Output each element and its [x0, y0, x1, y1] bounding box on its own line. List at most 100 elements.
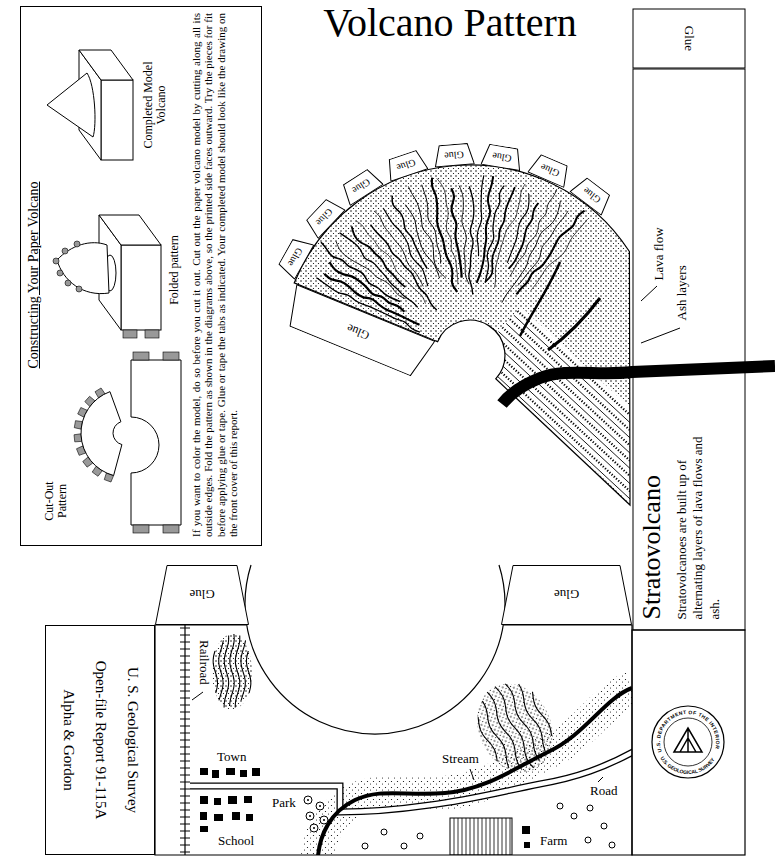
- description-text: Stratovolcanoes are built up of alternat…: [673, 419, 722, 619]
- seal-ring: [652, 706, 724, 778]
- railroad-tie: [180, 747, 190, 748]
- field-row: [458, 818, 459, 855]
- railroad-tie: [180, 845, 190, 846]
- mini-tab: [133, 525, 149, 533]
- hill: [212, 634, 252, 710]
- lava-flow: [502, 366, 775, 404]
- tab-shape: [276, 234, 313, 278]
- park-tree: [304, 796, 312, 804]
- park-tree: [306, 812, 314, 820]
- glue-tab: Glue: [339, 166, 385, 206]
- tab-shape: [502, 566, 632, 625]
- glue-tab: Glue: [383, 148, 428, 182]
- railroad-tie: [180, 733, 190, 734]
- seal-emblem: [674, 728, 702, 752]
- railroad-tie: [180, 719, 190, 720]
- glue-label: Glue: [492, 150, 513, 163]
- tab-shape: [384, 148, 428, 180]
- glue-tab: Glue: [501, 565, 632, 625]
- mini-tab: [163, 352, 179, 360]
- mini-box-side: [99, 215, 161, 245]
- map-label: Farm: [538, 834, 570, 848]
- farm-field: [450, 818, 512, 855]
- railroad-tie: [180, 831, 190, 832]
- text-holder: Cut-Out Pattern: [43, 469, 70, 533]
- railroad-tie: [180, 796, 190, 797]
- ridge-line: [246, 651, 250, 693]
- tab-label-box: Glue: [383, 148, 428, 182]
- tab-shape: [527, 153, 571, 188]
- glue-tab: Glue: [155, 565, 249, 625]
- leader-line: [641, 286, 657, 301]
- tab-shape: [482, 143, 524, 170]
- building: [252, 768, 260, 776]
- text-holder: Stratovolcano: [635, 79, 667, 619]
- label-holder: Park: [270, 796, 298, 811]
- glue-label: Glue: [443, 149, 463, 161]
- railroad-tie: [180, 852, 190, 853]
- publisher-text: Open-file Report 91-115A: [92, 626, 110, 854]
- callout-label: Ash layers: [675, 262, 689, 322]
- glue-tab: Glue: [527, 152, 572, 188]
- ridge-line: [510, 189, 557, 276]
- field-row: [454, 818, 455, 855]
- mini-tab: [76, 286, 82, 292]
- tab-label-box: Glue: [569, 174, 614, 216]
- ridge-line: [219, 640, 224, 700]
- ridge-line: [459, 185, 469, 284]
- label-holder: Lava flow: [652, 224, 667, 282]
- park-tree-center: [307, 799, 309, 801]
- text-holder: Stratovolcanoes are built up of alternat…: [673, 419, 722, 619]
- ridge-line: [509, 203, 539, 269]
- info-panel: StratovolcanoStratovolcanoes are built u…: [632, 68, 745, 630]
- railroad-tie: [180, 789, 190, 790]
- map-label: Park: [270, 796, 298, 810]
- figure-label: Cut-Out Pattern: [43, 469, 70, 533]
- glue-label: Glue: [313, 207, 334, 228]
- field-row: [482, 818, 483, 855]
- ridge-line: [469, 186, 474, 294]
- field-row: [462, 818, 463, 855]
- leader-line: [470, 769, 474, 780]
- glue-tab: Glue: [433, 142, 475, 167]
- railroad-tie: [180, 642, 190, 643]
- glue-label: Glue: [345, 322, 371, 342]
- label-holder: Farm: [538, 834, 570, 849]
- glue-tab: Glue: [302, 195, 345, 239]
- figure-label: Completed Model Volcano: [142, 55, 169, 155]
- railroad-tie: [180, 824, 190, 825]
- ridge-line: [485, 186, 504, 283]
- label-holder: Road: [588, 784, 620, 799]
- field-row: [498, 818, 499, 855]
- tab-label-box: Glue: [481, 143, 524, 171]
- tab-label-box: Glue: [339, 166, 385, 206]
- label-holder: Ash layers: [675, 262, 690, 322]
- field-row: [494, 818, 495, 855]
- building: [200, 826, 208, 832]
- glue-label: Glue: [286, 246, 304, 268]
- glue-label: Glue: [351, 176, 373, 195]
- seal-inner-ring: [664, 718, 712, 766]
- tree: [601, 823, 607, 829]
- leader-line: [641, 328, 680, 343]
- building: [214, 814, 223, 821]
- railroad-tie: [180, 761, 190, 762]
- page-title: Volcano Pattern: [250, 0, 650, 46]
- building: [240, 770, 247, 777]
- hill-ridge-group: [213, 634, 251, 707]
- text-holder: Constructing Your Paper Volcano: [26, 5, 42, 545]
- building: [226, 768, 235, 775]
- railroad-tie: [180, 768, 190, 769]
- tab-shape: [303, 196, 345, 239]
- railroad-tie: [180, 754, 190, 755]
- tab-shape: [281, 284, 434, 378]
- mini-tab: [53, 258, 59, 264]
- text-holder: Open-file Report 91-115A: [92, 626, 110, 854]
- seal-text: U.S. GEOLOGICAL SURVEY: [659, 755, 716, 775]
- ridge-line: [477, 175, 484, 256]
- base-outline: [155, 625, 632, 855]
- building: [212, 770, 219, 778]
- park-tree-center: [319, 805, 321, 807]
- railroad-tie: [180, 691, 190, 692]
